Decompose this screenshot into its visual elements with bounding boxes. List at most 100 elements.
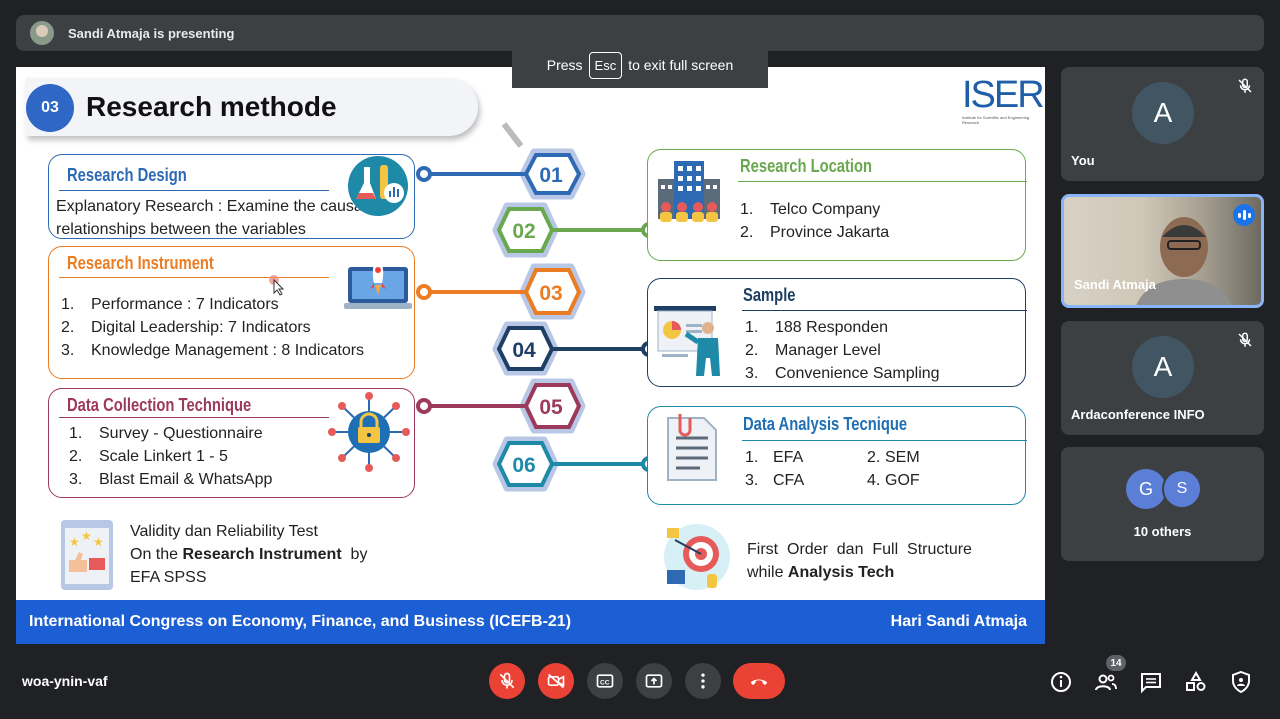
svg-text:★: ★: [81, 529, 92, 543]
step-03: 03: [539, 282, 562, 305]
participant-name: You: [1071, 153, 1095, 168]
activities-icon[interactable]: [1184, 670, 1208, 694]
slide-title: Research methode: [86, 91, 337, 122]
validity-line-1: Validity dan Reliability Test: [130, 523, 318, 540]
participant-tile-sandi[interactable]: Sandi Atmaja: [1061, 194, 1264, 308]
research-design-title: Research Design: [67, 165, 187, 185]
list-item: 2.Digital Leadership: 7 Indicators: [61, 319, 311, 336]
more-vert-icon: [701, 673, 705, 689]
sample-list: 1.188 Responden 2.Manager Level 3.Conven…: [745, 316, 1015, 385]
da-sem: SEM: [885, 449, 920, 466]
divider: [59, 277, 329, 278]
target-icon: [664, 524, 730, 590]
iser-logo: ISER Institute for Scientific and Engine…: [962, 74, 1045, 125]
meeting-info-icon[interactable]: [1049, 670, 1073, 694]
avatar: S: [1162, 469, 1202, 509]
cursor-pointer-icon: [269, 275, 285, 296]
mic-toggle-button[interactable]: [489, 663, 525, 699]
step-05: 05: [539, 396, 563, 419]
more-options-button[interactable]: [685, 663, 721, 699]
participant-name: Sandi Atmaja: [1074, 277, 1156, 292]
step-06: 06: [512, 454, 535, 477]
slide-title-bar: 03 Research methode: [26, 78, 478, 136]
avatar: A: [1132, 82, 1194, 144]
analysis-line-1: First Order dan Full Structure: [747, 541, 972, 558]
host-controls-icon[interactable]: [1229, 670, 1253, 694]
participant-tile-you[interactable]: A You: [1061, 67, 1264, 181]
da-num-1: 1.: [745, 449, 759, 466]
flask-icon: [348, 156, 408, 216]
data-collection-list: 1.Survey - Questionnaire 2.Scale Linkert…: [69, 422, 349, 491]
data-analysis-title: Data Analysis Tecnique: [743, 414, 908, 434]
step-chain: 01 02 03 04 05 06: [416, 122, 656, 492]
list-item: 3.Blast Email & WhatsApp: [69, 471, 273, 488]
research-instrument-title: Research Instrument: [67, 253, 214, 273]
participant-name: Ardaconference INFO: [1071, 407, 1205, 422]
tip-press: Press: [546, 57, 583, 73]
lock-network-icon: [328, 392, 410, 472]
analysis-line-2: while Analysis Tech: [747, 564, 895, 581]
da-num-2: 2.: [867, 449, 881, 466]
divider: [742, 310, 1027, 311]
avatar: G: [1126, 469, 1166, 509]
footer-author: Hari Sandi Atmaja: [890, 613, 1027, 630]
divider: [59, 190, 329, 191]
esc-key: Esc: [588, 51, 623, 79]
research-location-list: 1.Telco Company 2.Province Jakarta: [740, 198, 1010, 244]
rating-phone-icon: ★★★: [61, 520, 113, 590]
mic-off-icon: [1238, 332, 1252, 347]
svg-text:CC: CC: [600, 679, 610, 686]
list-item: 3.Knowledge Management : 8 Indicators: [61, 342, 365, 359]
list-item: 1.188 Responden: [745, 319, 888, 336]
list-item: 1.Survey - Questionnaire: [69, 425, 263, 442]
presenter-text: Sandi Atmaja is presenting: [68, 25, 235, 41]
list-item: 3.Convenience Sampling: [745, 365, 940, 382]
divider: [738, 181, 1027, 182]
presentation-icon: [654, 306, 720, 376]
mic-off-icon: [1238, 78, 1252, 93]
list-item: 2.Manager Level: [745, 342, 881, 359]
research-location-title: Research Location: [740, 156, 873, 176]
list-item: 1.Performance : 7 Indicators: [61, 296, 279, 313]
logo-text: ISER: [962, 74, 1045, 116]
data-analysis-grid: 1.EFA 2.SEM 3.CFA 4.GOF: [745, 446, 1015, 492]
camera-toggle-button[interactable]: [538, 663, 574, 699]
slide-number: 03: [26, 84, 74, 132]
footer-conference: International Congress on Economy, Finan…: [29, 613, 572, 630]
da-cfa: CFA: [773, 472, 805, 489]
office-building-icon: [658, 161, 720, 222]
avatar: A: [1132, 336, 1194, 398]
step-02: 02: [512, 220, 535, 243]
tip-rest: to exit full screen: [628, 57, 734, 73]
rocket-laptop-icon: [344, 257, 412, 309]
captions-button[interactable]: CC: [587, 663, 623, 699]
document-clip-icon: [667, 414, 717, 481]
present-button[interactable]: [636, 663, 672, 699]
logo-subtext: Institute for Scientific and Engineering…: [962, 115, 1030, 125]
meeting-code: woa-ynin-vaf: [22, 673, 108, 689]
validity-line-2: On the Research Instrument by: [130, 546, 368, 563]
mic-off-icon: [499, 672, 515, 689]
step-04: 04: [512, 339, 536, 362]
presenter-video-figure: [1136, 217, 1232, 305]
participants-icon[interactable]: [1094, 670, 1118, 694]
validity-line-3: EFA SPSS: [130, 569, 207, 586]
participant-name: 10 others: [1133, 524, 1192, 539]
fullscreen-tip: Press Esc to exit full screen: [512, 42, 768, 88]
list-item: 1.Telco Company: [740, 201, 881, 218]
da-num-4: 4.: [867, 472, 881, 489]
participant-tile-ardaconference[interactable]: A Ardaconference INFO: [1061, 321, 1264, 435]
research-instrument-list: 1.Performance : 7 Indicators 2.Digital L…: [61, 293, 406, 362]
da-num-3: 3.: [745, 472, 759, 489]
chat-icon[interactable]: [1139, 670, 1163, 694]
analysis-note: First Order dan Full Structure while Ana…: [747, 538, 972, 584]
step-01: 01: [539, 164, 563, 187]
slide-footer: International Congress on Economy, Finan…: [16, 600, 1045, 644]
present-screen-icon: [645, 674, 663, 688]
leave-call-button[interactable]: [733, 663, 785, 699]
svg-text:★: ★: [93, 535, 104, 549]
divider: [742, 440, 1027, 441]
participant-tile-others[interactable]: G S 10 others: [1061, 447, 1264, 561]
participants-count-badge: 14: [1106, 655, 1126, 671]
